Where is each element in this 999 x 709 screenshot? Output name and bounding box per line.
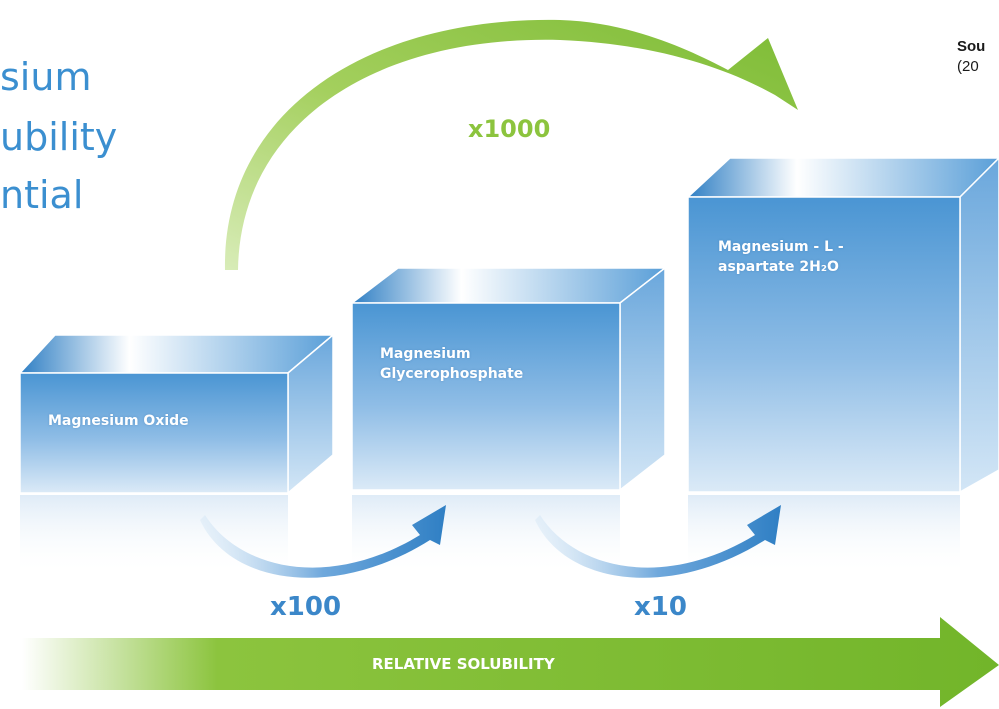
multiplier-x10: x10 [634,592,687,622]
title-line-1: sium [0,55,92,99]
source-date: (20 [957,58,979,75]
box-label-magnesium-oxide: Magnesium Oxide [48,411,189,431]
box-label-line: Magnesium - L - [718,239,844,255]
box-label-line: Magnesium [380,346,471,362]
box-label-line: Magnesium Oxide [48,413,189,429]
title-line-3: ntial [0,173,84,217]
title-line-2: ubility [0,115,118,159]
relative-solubility-arrow [22,617,999,707]
box-label-magnesium-l-aspartate: Magnesium - L - aspartate 2H₂O [718,237,844,277]
relative-solubility-label: RELATIVE SOLUBILITY [372,655,555,673]
multiplier-x100: x100 [270,592,342,622]
blue-arrow-second [535,505,781,578]
box-label-magnesium-glycerophosphate: Magnesium Glycerophosphate [380,344,523,384]
box-magnesium-l-aspartate [686,156,999,575]
multiplier-x1000: x1000 [468,115,551,143]
blue-arrow-first [200,505,446,578]
source-label: Sou [957,38,986,55]
box-magnesium-glycerophosphate [349,266,668,575]
box-label-line: aspartate 2H₂O [718,259,839,275]
box-magnesium-oxide [18,333,336,575]
box-label-line: Glycerophosphate [380,366,524,382]
